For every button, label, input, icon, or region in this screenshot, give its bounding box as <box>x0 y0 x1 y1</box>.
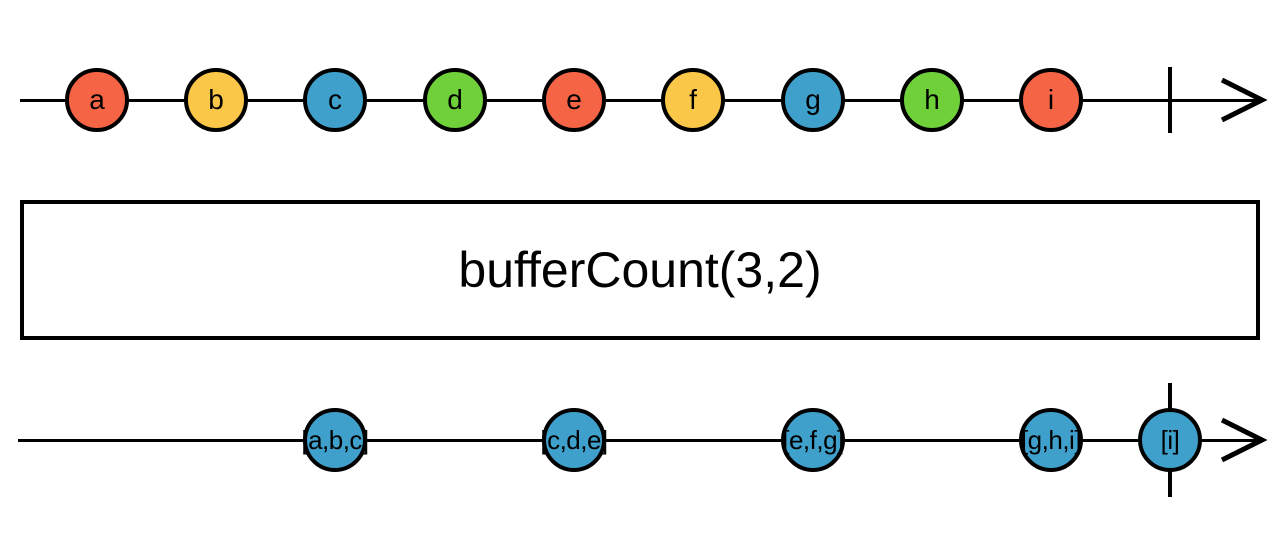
marble-label: [a,b,c] <box>301 425 369 455</box>
marble-h[interactable]: h <box>900 68 964 132</box>
marble-e-f-g: [e,f,g] <box>781 408 845 472</box>
marble-i: [i] <box>1138 408 1202 472</box>
output-timeline-line <box>18 439 1258 442</box>
marble-c[interactable]: c <box>303 68 367 132</box>
marble-d[interactable]: d <box>423 68 487 132</box>
marble-c-d-e: [c,d,e] <box>540 408 608 472</box>
marble-label: d <box>447 84 463 115</box>
marble-b[interactable]: b <box>184 68 248 132</box>
input-complete-tick <box>1168 67 1172 133</box>
input-arrow-icon <box>1218 77 1268 127</box>
marble-label: i <box>1047 84 1055 115</box>
marble-label: [i] <box>1160 425 1180 455</box>
marble-e[interactable]: e <box>542 68 606 132</box>
operator-box: bufferCount(3,2) <box>20 200 1260 340</box>
marble-a-b-c: [a,b,c] <box>301 408 369 472</box>
marble-label: c <box>328 84 342 115</box>
marble-a[interactable]: a <box>65 68 129 132</box>
marble-label: [e,f,g] <box>782 425 844 455</box>
marble-f[interactable]: f <box>661 68 725 132</box>
marble-label: f <box>689 84 697 115</box>
marble-label: a <box>89 84 105 115</box>
marble-g-h-i: [g,h,i] <box>1019 408 1083 472</box>
marble-label: g <box>805 84 821 115</box>
output-arrow-icon <box>1218 417 1268 467</box>
marble-label: [g,h,i] <box>1020 425 1082 455</box>
input-timeline-line <box>20 99 1258 102</box>
marble-g[interactable]: g <box>781 68 845 132</box>
marble-label: [c,d,e] <box>540 425 608 455</box>
marble-i[interactable]: i <box>1019 68 1083 132</box>
marble-label: b <box>208 84 224 115</box>
operator-label: bufferCount(3,2) <box>458 242 822 298</box>
marble-label: e <box>566 84 582 115</box>
marble-label: h <box>924 84 940 115</box>
